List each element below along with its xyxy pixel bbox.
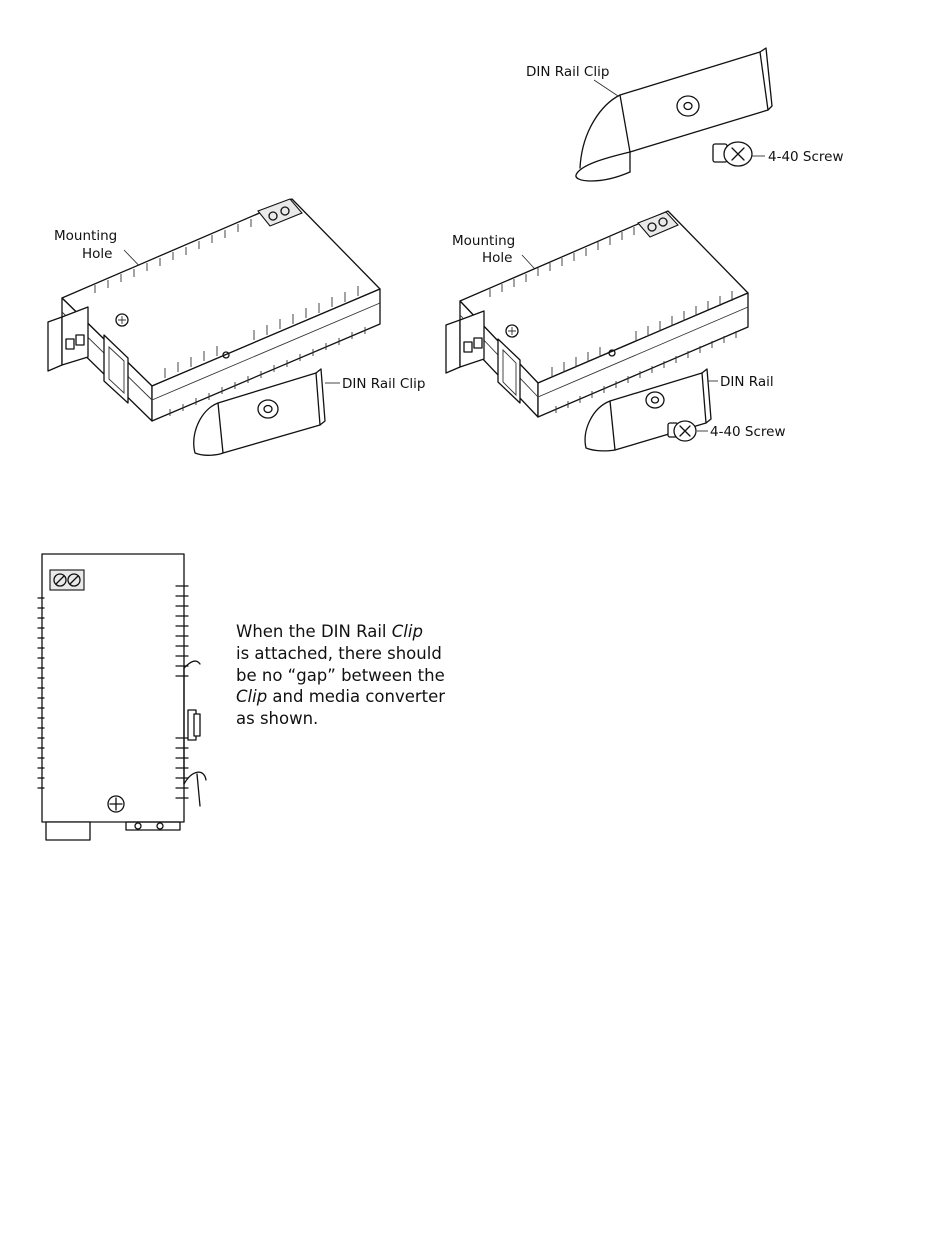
caption-line-5: as shown. <box>236 708 456 730</box>
screw-icon <box>668 421 696 441</box>
mounting-hole-label-line2: Hole <box>482 250 512 266</box>
media-converter-icon <box>38 554 188 840</box>
figure-converter-rail-screw: Mounting Hole <box>440 205 860 455</box>
mounting-hole-label-line2: Hole <box>82 246 112 262</box>
mounting-hole-label-line1: Mounting <box>54 228 117 244</box>
mounting-hole-label-line1: Mounting <box>452 233 515 249</box>
caption-line-3: be no “gap” between the <box>236 665 456 687</box>
figure-side-view <box>34 548 214 848</box>
caption-line-2: is attached, there should <box>236 643 456 665</box>
figure-converter-clip: Mounting Hole <box>40 195 460 460</box>
figure-clip-and-screw: DIN Rail Clip 4-40 Screw <box>510 40 870 190</box>
rail-label: DIN Rail <box>720 374 774 390</box>
screw-icon <box>713 142 765 166</box>
clip-instruction-caption: When the DIN Rail Clip is attached, ther… <box>236 621 456 730</box>
terminal-block-icon <box>50 570 84 590</box>
clip-label: DIN Rail Clip <box>342 376 425 392</box>
caption-line-1: When the DIN Rail Clip <box>236 621 456 643</box>
clip-label: DIN Rail Clip <box>526 64 609 80</box>
caption-line-4: Clip and media converter <box>236 686 456 708</box>
screw-label: 4-40 Screw <box>768 149 844 165</box>
din-rail-clip-icon <box>184 661 206 806</box>
screw-label: 4-40 Screw <box>710 424 786 440</box>
